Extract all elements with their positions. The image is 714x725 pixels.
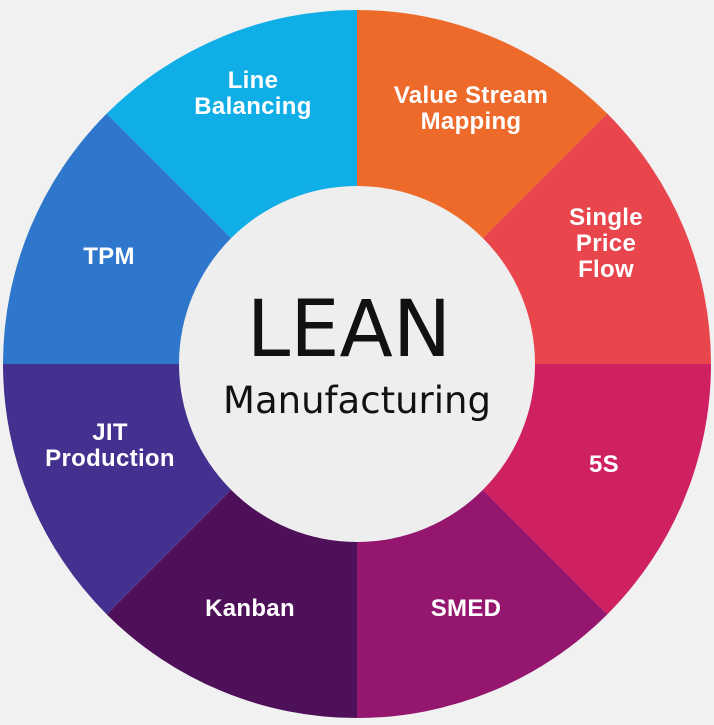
- segment-label-line: Balancing: [194, 93, 311, 120]
- segment-label-5s: 5S: [589, 451, 619, 478]
- segment-label-line: Kanban: [205, 595, 295, 622]
- segment-label-line: Mapping: [421, 108, 522, 135]
- segment-label-kanban: Kanban: [205, 595, 295, 622]
- segment-label-line: Line: [228, 67, 279, 94]
- segment-label-line: Single: [569, 204, 643, 231]
- segment-label-line: Price: [576, 230, 636, 257]
- segment-label-line: JIT: [92, 419, 128, 446]
- segment-label-line: 5S: [589, 451, 619, 478]
- segment-label-smed: SMED: [431, 595, 502, 622]
- segment-label-tpm: TPM: [83, 243, 135, 270]
- segment-label-line: Flow: [578, 256, 634, 283]
- segment-label-line: Value Stream: [394, 82, 548, 109]
- segment-label-line: SMED: [431, 595, 502, 622]
- center-title: LEAN: [247, 285, 451, 375]
- segment-label-line: Production: [45, 445, 175, 472]
- center-subtitle: Manufacturing: [223, 379, 491, 422]
- segment-label-line: TPM: [83, 243, 135, 270]
- center-hub: [179, 186, 535, 542]
